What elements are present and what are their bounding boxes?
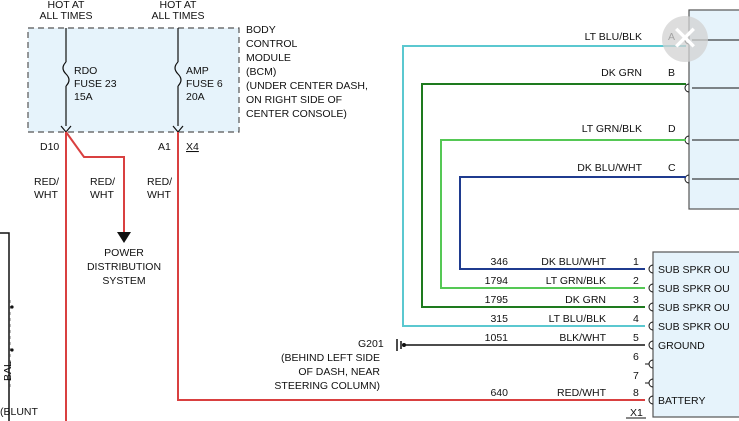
amp-label: AMP (186, 65, 209, 77)
speaker-pin-b: B (668, 67, 675, 79)
connector-pin-label-2: SUB SPKR OU (658, 283, 730, 295)
connector-pin-label-3: SUB SPKR OU (658, 302, 730, 314)
bcm-module: HOT AT ALL TIMES HOT AT ALL TIMES RDO FU… (27, 0, 368, 153)
wire-lt-blu-blk (402, 45, 686, 327)
connector-pin-4: 4 (633, 313, 639, 325)
bcm-location-2: ON RIGHT SIDE OF (246, 94, 342, 106)
speaker-pin-c: C (668, 162, 676, 174)
close-button[interactable]: ✕ (662, 16, 708, 62)
close-icon: ✕ (670, 19, 700, 59)
circuit-wire-color-2: LT GRN/BLK (546, 275, 606, 287)
circuit-number-8: 640 (490, 387, 508, 399)
left-fragment-bal: BAL (2, 361, 14, 381)
connector-pin-6: 6 (633, 351, 639, 363)
connector-pin-label-1: SUB SPKR OU (658, 264, 730, 276)
pds-arrow (117, 232, 131, 243)
wire-label-red-wht-3b: WHT (147, 189, 171, 201)
pds-label-3: SYSTEM (102, 275, 145, 287)
connector-pin-1: 1 (633, 256, 639, 268)
bcm-location-3: CENTER CONSOLE) (246, 108, 347, 120)
bcm-location-1: (UNDER CENTER DASH, (246, 80, 368, 92)
speaker-wire-color-b: DK GRN (601, 67, 642, 79)
wire-label-red-wht-3: RED/ (147, 176, 172, 188)
circuit-wire-color-3: DK GRN (565, 294, 606, 306)
bcm-title-3: MODULE (246, 52, 291, 64)
bcm-title-2: CONTROL (246, 38, 297, 50)
circuit-number-4: 315 (490, 313, 508, 325)
pin-socket-2 (648, 283, 654, 293)
speaker-wires (402, 45, 686, 327)
wire-label-red-wht-1b: WHT (34, 189, 58, 201)
circuit-number-1: 346 (490, 256, 508, 268)
pin-d10-label: D10 (40, 141, 59, 153)
speaker-wire-color-d: LT GRN/BLK (582, 123, 642, 135)
connector-pin-label-4: SUB SPKR OU (658, 321, 730, 333)
amp-fuse-amps: 20A (186, 91, 205, 103)
connector-x1-label: X1 (630, 407, 643, 419)
rdo-fuse-amps: 15A (74, 91, 93, 103)
red-wires: RED/ WHT RED/ WHT RED/ WHT POWER DISTRIB… (34, 131, 645, 421)
ground-note-3: STEERING COLUMN) (274, 380, 380, 392)
pin-socket-1 (648, 264, 654, 274)
amplifier-box (652, 251, 739, 418)
subwoofer-connector: LT BLU/BLK A DK GRN B LT GRN/BLK D DK BL… (577, 9, 739, 210)
connector-pin-label-8: BATTERY (658, 395, 705, 407)
pin-socket-5 (648, 340, 654, 350)
rdo-fuse-number: FUSE 23 (74, 78, 117, 90)
pin-socket-8 (648, 395, 654, 405)
speaker-pin-d: D (668, 123, 676, 135)
ground-g201: G201 (BEHIND LEFT SIDE OF DASH, NEAR STE… (274, 338, 645, 392)
wire-red-wht-pds (65, 131, 125, 232)
hot-at-label-right-2: ALL TIMES (151, 10, 204, 22)
pds-label-1: POWER (104, 247, 144, 259)
amp-fuse-number: FUSE 6 (186, 78, 223, 90)
circuit-wire-color-1: DK BLU/WHT (541, 256, 606, 268)
bcm-box (27, 27, 240, 133)
speaker-wire-color-c: DK BLU/WHT (577, 162, 642, 174)
connector-pin-3: 3 (633, 294, 639, 306)
connector-pin-2: 2 (633, 275, 639, 287)
circuit-number-5: 1051 (485, 332, 509, 344)
wire-label-red-wht-1: RED/ (34, 176, 59, 188)
amp-fuse-symbol (174, 61, 182, 87)
circuit-wire-color-8: RED/WHT (557, 387, 607, 399)
connector-pin-5: 5 (633, 332, 639, 344)
circuit-wire-color-5: BLK/WHT (559, 332, 606, 344)
rdo-fuse-symbol (62, 61, 70, 87)
hot-at-label-left: HOT AT (48, 0, 86, 11)
wire-dk-grn (421, 83, 686, 308)
pin-a1-label: A1 (158, 141, 171, 153)
bcm-title-4: (BCM) (246, 66, 276, 78)
pin-socket-4 (648, 321, 654, 331)
wire-red-wht-battery (177, 132, 645, 401)
left-edge-component: BAL (BLUNT (0, 232, 39, 421)
rdo-label: RDO (74, 65, 97, 77)
circuit-number-3: 1795 (485, 294, 509, 306)
connector-x4-label: X4 (186, 141, 199, 153)
speaker-wire-color-a: LT BLU/BLK (585, 31, 642, 43)
bcm-title-1: BODY (246, 24, 276, 36)
ground-id: G201 (358, 338, 384, 350)
wire-lt-grn-blk (440, 139, 686, 289)
wire-label-red-wht-2b: WHT (90, 189, 114, 201)
wire-dk-blu-wht (459, 176, 686, 270)
pin-socket-3 (648, 302, 654, 312)
ground-note-1: (BEHIND LEFT SIDE (281, 352, 380, 364)
circuit-wire-color-4: LT BLU/BLK (549, 313, 606, 325)
wire-label-red-wht-2: RED/ (90, 176, 115, 188)
pds-label-2: DISTRIBUTION (87, 261, 161, 273)
circuit-number-2: 1794 (485, 275, 509, 287)
hot-at-label-right: HOT AT (160, 0, 198, 11)
connector-pin-7: 7 (633, 370, 639, 382)
ground-note-2: OF DASH, NEAR (298, 366, 380, 378)
connector-pin-8: 8 (633, 387, 639, 399)
left-fragment-blunt: (BLUNT (0, 406, 39, 418)
connector-pin-label-5: GROUND (658, 340, 705, 352)
hot-at-label-left-2: ALL TIMES (39, 10, 92, 22)
